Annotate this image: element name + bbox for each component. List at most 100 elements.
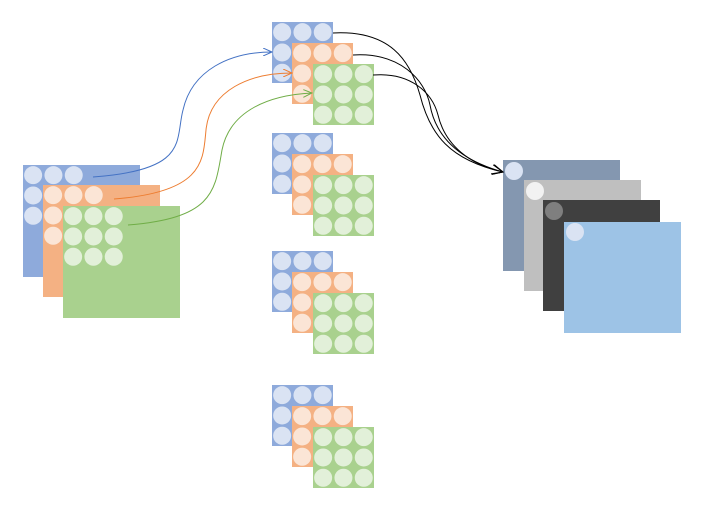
arrow-black-3: [372, 74, 503, 172]
kernel-dot: [44, 206, 63, 225]
kernel-dot: [334, 105, 353, 124]
kernel-dot: [44, 186, 63, 205]
input-green-kernel-dots: [64, 207, 123, 266]
arrow-black-1: [332, 32, 503, 172]
kernel-dot: [273, 63, 292, 82]
output-map-dark-dot: [545, 202, 563, 220]
kernel-dot: [104, 247, 123, 266]
kernel-dot: [293, 386, 312, 405]
kernel-dot: [293, 134, 312, 153]
kernel-dot: [314, 216, 333, 235]
kernel-dot: [64, 166, 83, 185]
kernel-dot: [24, 166, 43, 185]
kernel-dot: [293, 407, 312, 426]
kernel-dot: [293, 252, 312, 271]
kernel-dot: [314, 334, 333, 353]
kernel-dot: [314, 314, 333, 333]
kernel-dot: [334, 314, 353, 333]
kernel-dot: [293, 195, 312, 214]
kernel-dot: [314, 468, 333, 487]
kernel-dot: [84, 186, 103, 205]
arrow-blue-to-kernel: [92, 52, 272, 178]
output-stack: [503, 160, 681, 333]
kernel-dot: [354, 196, 373, 215]
kernel-dot: [293, 23, 312, 42]
kernel-dot: [334, 176, 353, 195]
input-stack: [23, 165, 180, 318]
kernel-dot: [24, 206, 43, 225]
kernel-dot: [334, 294, 353, 313]
kernel-dot: [354, 428, 373, 447]
kernel-group-3: [272, 251, 374, 354]
kernel-dot: [354, 294, 373, 313]
kernel-dot: [314, 448, 333, 467]
kernel-dot: [354, 216, 373, 235]
kernel-dot: [84, 227, 103, 246]
kernel-dot: [273, 43, 292, 62]
kernel-dot: [44, 166, 63, 185]
kernel-dot: [314, 85, 333, 104]
kernel-dot: [313, 386, 332, 405]
arrow-green-to-kernel: [127, 93, 312, 226]
output-map-slate-dot: [505, 162, 523, 180]
kernel-dot: [293, 427, 312, 446]
kernel-dot: [334, 334, 353, 353]
kernel-dot: [334, 468, 353, 487]
kernel-dot: [314, 105, 333, 124]
kernel-dot: [24, 186, 43, 205]
arrow-black-2: [352, 54, 503, 172]
kernel-dot: [313, 407, 332, 426]
kernel-dot: [334, 216, 353, 235]
kernel-dot: [64, 227, 83, 246]
kernel-dot: [273, 426, 292, 445]
output-map-gray-dot: [526, 182, 544, 200]
kernel-dot: [314, 196, 333, 215]
kernel-dot: [293, 293, 312, 312]
kernel-dot: [313, 252, 332, 271]
kernel-dot: [104, 207, 123, 226]
kernel-dot: [44, 226, 63, 245]
kernel-dot: [333, 155, 352, 174]
output-map-light-blue-dot: [566, 223, 584, 241]
kernel-dot: [273, 174, 292, 193]
kernel-dot: [84, 247, 103, 266]
kernel-dot: [273, 23, 292, 42]
kernel-dot: [314, 428, 333, 447]
kernel-dot: [273, 252, 292, 271]
kernel-dot: [293, 44, 312, 63]
kernel-dot: [333, 273, 352, 292]
kernel-dot: [354, 85, 373, 104]
kernel-dot: [273, 154, 292, 173]
kernel-group-2: [272, 133, 374, 236]
kernel-dot: [354, 314, 373, 333]
kernel-dot: [334, 428, 353, 447]
kernel-dot: [333, 407, 352, 426]
kernel-dot: [293, 155, 312, 174]
kernel-dot: [313, 23, 332, 42]
kernel-dot: [64, 247, 83, 266]
kernel-dot: [273, 386, 292, 405]
kernel-dot: [293, 175, 312, 194]
kernel-dot: [354, 65, 373, 84]
kernel-dot: [64, 186, 83, 205]
kernel-dot: [273, 292, 292, 311]
kernel-dot: [314, 176, 333, 195]
kernel-dot: [354, 468, 373, 487]
kernel-dot: [84, 207, 103, 226]
arrow-orange-to-kernel: [113, 73, 292, 200]
kernel-dot: [293, 273, 312, 292]
kernel-dot: [333, 44, 352, 63]
kernel-dot: [334, 196, 353, 215]
kernel-dot: [273, 406, 292, 425]
kernel-dot: [313, 155, 332, 174]
kernel-dot: [293, 447, 312, 466]
kernel-dot: [64, 207, 83, 226]
kernel-dot: [354, 448, 373, 467]
kernel-dot: [313, 134, 332, 153]
kernel-dot: [293, 64, 312, 83]
input-channel-green: [63, 206, 180, 318]
kernel-dot: [273, 272, 292, 291]
kernel-dot: [293, 313, 312, 332]
kernel-dot: [313, 273, 332, 292]
